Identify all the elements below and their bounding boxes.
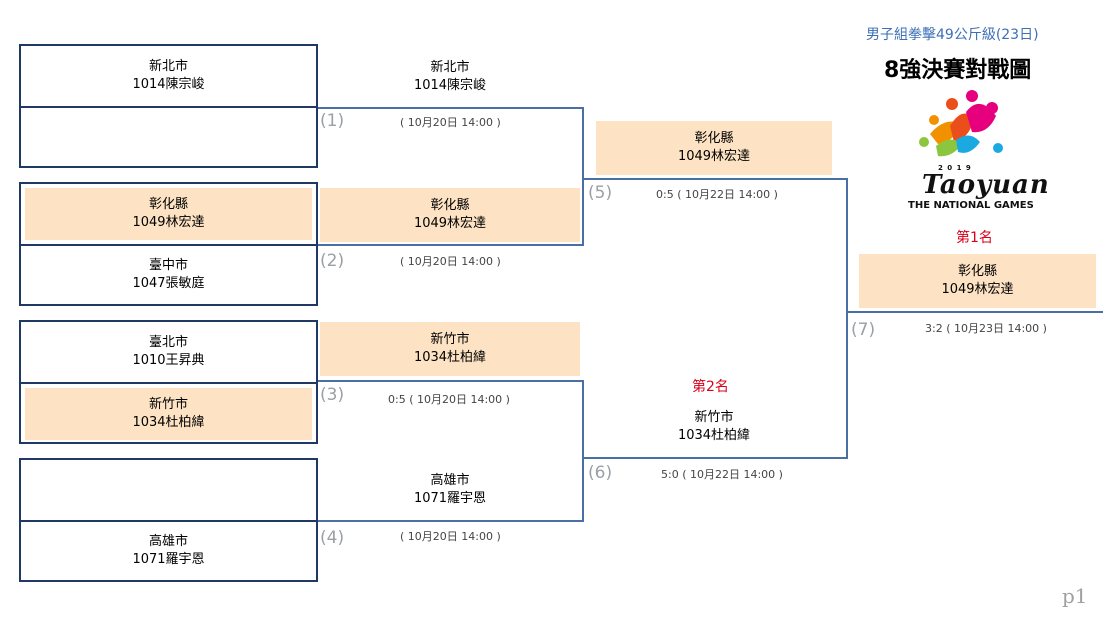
player-name: 1071羅宇恩: [413, 491, 487, 506]
player-name: 1047張敏庭: [132, 276, 205, 291]
connector-line: [318, 107, 584, 109]
team-city: 高雄市: [430, 473, 470, 488]
match-number: (5): [588, 183, 613, 203]
team-city: 彰化縣: [694, 131, 734, 146]
match-number: (7): [851, 320, 876, 340]
player-name: 1034杜柏緯: [132, 415, 205, 430]
bracket-title: 8強決賽對戰圖: [884, 58, 1032, 83]
round2-slot-4: 高雄市 1071羅宇恩: [320, 466, 580, 514]
player-name: 1014陳宗峻: [132, 77, 205, 92]
connector-line: [846, 311, 1103, 313]
match-info: 3:2 ( 10月23日 14:00 ): [925, 322, 1047, 335]
logo-year: 2 0 1 9: [938, 164, 972, 172]
player-name: 1049林宏達: [677, 149, 751, 164]
round3-slot-2: 新竹市 1034杜柏緯: [596, 404, 832, 450]
player-name: 1071羅宇恩: [132, 552, 205, 567]
round2-slot-3: 新竹市 1034杜柏緯: [320, 322, 580, 376]
match-info: ( 10月20日 14:00 ): [400, 255, 501, 268]
first-place-label: 第1名: [956, 230, 993, 246]
team-city: 臺北市: [148, 335, 188, 350]
match-number: (3): [320, 385, 345, 405]
team-city: 臺中市: [148, 258, 188, 273]
player-name: 1049林宏達: [413, 216, 487, 231]
team-city: 新北市: [430, 60, 470, 75]
round1-slot-1: 新北市 1014陳宗峻: [21, 46, 316, 106]
connector-line: [318, 244, 584, 246]
player-name: 1049林宏達: [132, 215, 205, 230]
round2-slot-1: 新北市 1014陳宗峻: [320, 54, 580, 100]
match-info: ( 10月20日 14:00 ): [400, 116, 501, 129]
connector-line: [584, 178, 848, 180]
champion-slot: 彰化縣 1049林宏達: [859, 254, 1096, 308]
page-number: p1: [1062, 584, 1088, 608]
round2-slot-2: 彰化縣 1049林宏達: [320, 188, 580, 242]
connector-line: [582, 380, 584, 522]
connector-line: [584, 457, 848, 459]
match-number: (2): [320, 251, 345, 271]
connector-line: [582, 107, 584, 245]
connector-line: [318, 380, 584, 382]
match-info: 0:5 ( 10月22日 14:00 ): [656, 188, 778, 201]
player-name: 1014陳宗峻: [413, 78, 487, 93]
match-info: ( 10月20日 14:00 ): [400, 530, 501, 543]
match-number: (4): [320, 528, 345, 548]
team-city: 彰化縣: [430, 198, 470, 213]
team-city: 彰化縣: [148, 197, 188, 212]
team-city: 新竹市: [148, 397, 188, 412]
second-place-label: 第2名: [692, 379, 729, 395]
round1-slot-6: 新竹市 1034杜柏緯: [25, 388, 312, 440]
games-logo-icon: [919, 90, 1003, 157]
event-title: 男子組拳擊49公斤級(23日): [866, 27, 1039, 43]
player-name: 1049林宏達: [941, 282, 1014, 297]
logo: 2 0 1 9 Taoyuan THE NATIONAL GAMES: [900, 86, 1049, 212]
match-number: (1): [320, 111, 345, 131]
match-info: 5:0 ( 10月22日 14:00 ): [661, 468, 783, 481]
team-city: 彰化縣: [957, 264, 997, 279]
player-name: 1010王昇典: [132, 353, 205, 368]
round3-slot-1: 彰化縣 1049林宏達: [596, 121, 832, 175]
team-city: 新竹市: [694, 410, 734, 425]
round1-slot-4: 臺中市 1047張敏庭: [21, 246, 316, 304]
connector-line: [846, 178, 848, 459]
connector-line: [318, 520, 584, 522]
player-name: 1034杜柏緯: [677, 428, 751, 443]
logo-caption: THE NATIONAL GAMES: [908, 200, 1034, 211]
round1-slot-7: [21, 460, 316, 520]
match-number: (6): [588, 463, 613, 483]
player-name: 1034杜柏緯: [413, 350, 487, 365]
round1-slot-5: 臺北市 1010王昇典: [21, 322, 316, 382]
team-city: 高雄市: [148, 534, 188, 549]
team-city: 新北市: [148, 59, 188, 74]
logo-city: Taoyuan: [922, 170, 1050, 200]
match-info: 0:5 ( 10月20日 14:00 ): [388, 393, 510, 406]
round1-slot-2: [21, 108, 316, 166]
round1-slot-3: 彰化縣 1049林宏達: [25, 188, 312, 240]
team-city: 新竹市: [430, 332, 470, 347]
round1-slot-8: 高雄市 1071羅宇恩: [21, 522, 316, 580]
